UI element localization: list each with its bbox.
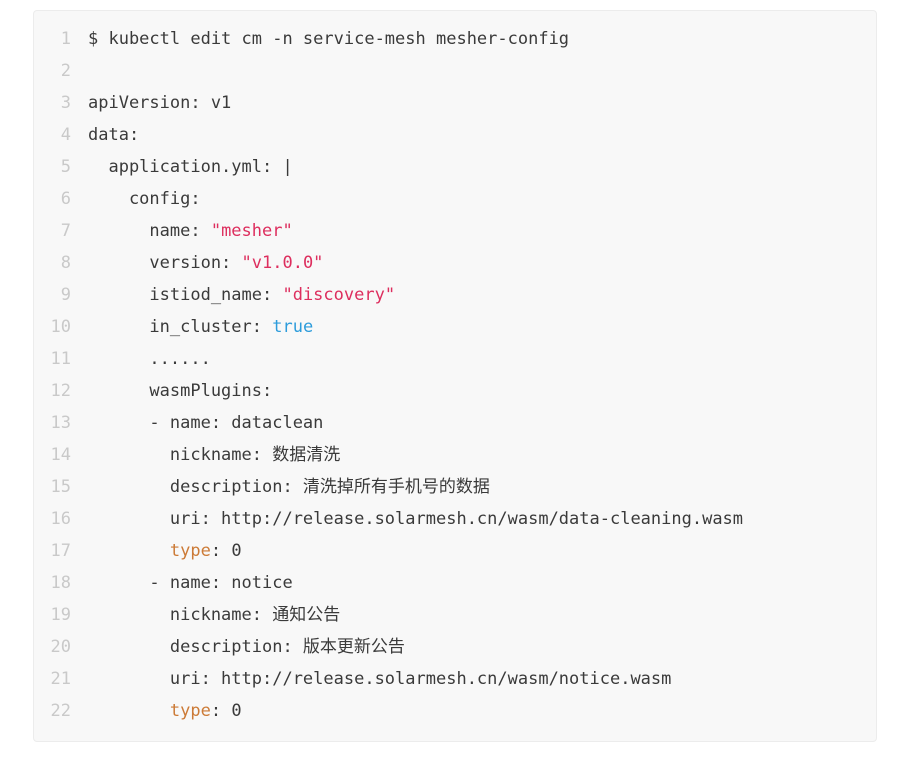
line-number: 1 (60, 29, 71, 49)
code-text: ...... (88, 343, 211, 375)
code-text: nickname: 通知公告 (88, 599, 340, 631)
code-token-plain (88, 541, 170, 561)
code-token-plain: data: (88, 125, 140, 145)
code-token-plain: - name: dataclean (88, 413, 324, 433)
code-text: description: 版本更新公告 (88, 631, 405, 663)
code-token-plain: uri: http://release.solarmesh.cn/wasm/no… (88, 669, 672, 689)
code-token-plain: config: (88, 189, 201, 209)
code-token-keyword: type (169, 701, 211, 721)
line-number: 9 (60, 285, 71, 305)
code-line: 18 - name: notice (34, 567, 866, 599)
code-line: 3 apiVersion: v1 (34, 87, 866, 119)
code-text: config: (88, 183, 201, 215)
line-number: 14 (50, 445, 71, 465)
code-line: 13 - name: dataclean (34, 407, 866, 439)
code-line: 6 config: (34, 183, 866, 215)
code-token-plain: version: (88, 253, 242, 273)
code-text: description: 清洗掉所有手机号的数据 (88, 471, 490, 503)
line-number: 13 (50, 413, 71, 433)
code-token-plain: description: 版本更新公告 (88, 637, 405, 657)
code-line: 14 nickname: 数据清洗 (34, 439, 866, 471)
line-number: 16 (50, 509, 71, 529)
code-token-string: "v1.0.0" (241, 253, 324, 273)
code-text: - name: dataclean (88, 407, 323, 439)
line-number: 6 (60, 189, 71, 209)
line-number: 7 (60, 221, 71, 241)
code-line: 7 name: "mesher" (34, 215, 866, 247)
code-token-plain: wasmPlugins: (88, 381, 273, 401)
line-number: 3 (60, 93, 71, 113)
code-token-plain: application.yml: | (88, 157, 293, 177)
code-line: 11 ...... (34, 343, 866, 375)
code-token-plain: uri: http://release.solarmesh.cn/wasm/da… (88, 509, 744, 529)
code-line: 22 type: 0 (34, 695, 866, 727)
code-text: in_cluster: true (88, 311, 313, 343)
code-token-plain: nickname: 数据清洗 (88, 445, 341, 465)
line-number: 19 (50, 605, 71, 625)
line-number: 2 (60, 61, 71, 81)
code-token-plain: $ kubectl edit cm -n service-mesh mesher… (88, 29, 570, 49)
code-token-plain: apiVersion: v1 (88, 93, 232, 113)
code-line: 5 application.yml: | (34, 151, 866, 183)
code-token-plain: description: 清洗掉所有手机号的数据 (88, 477, 490, 497)
code-token-plain: - name: notice (88, 573, 293, 593)
line-number: 4 (60, 125, 71, 145)
line-number: 5 (60, 157, 71, 177)
code-text: data: (88, 119, 139, 151)
code-line: 16 uri: http://release.solarmesh.cn/wasm… (34, 503, 866, 535)
code-token-keyword: type (169, 541, 211, 561)
code-token-plain: : 0 (210, 701, 242, 721)
line-number: 8 (60, 253, 71, 273)
code-line: 12 wasmPlugins: (34, 375, 866, 407)
line-number: 10 (50, 317, 71, 337)
code-token-literal: true (272, 317, 314, 337)
code-token-plain: name: (88, 221, 211, 241)
code-line: 9 istiod_name: "discovery" (34, 279, 866, 311)
line-number: 11 (50, 349, 71, 369)
line-number: 15 (50, 477, 71, 497)
line-number: 20 (50, 637, 71, 657)
code-text: apiVersion: v1 (88, 87, 231, 119)
code-text: wasmPlugins: (88, 375, 272, 407)
line-number: 17 (50, 541, 71, 561)
code-line: 8 version: "v1.0.0" (34, 247, 866, 279)
code-text: version: "v1.0.0" (88, 247, 323, 279)
code-token-plain (88, 701, 170, 721)
code-token-string: "mesher" (210, 221, 293, 241)
code-text: nickname: 数据清洗 (88, 439, 340, 471)
code-token-plain: ...... (88, 349, 211, 369)
code-token-plain: : 0 (210, 541, 242, 561)
code-token-plain: istiod_name: (88, 285, 283, 305)
code-text: name: "mesher" (88, 215, 293, 247)
code-token-plain: in_cluster: (88, 317, 273, 337)
code-line: 19 nickname: 通知公告 (34, 599, 866, 631)
code-text: type: 0 (88, 695, 242, 727)
code-text: - name: notice (88, 567, 293, 599)
code-line: 20 description: 版本更新公告 (34, 631, 866, 663)
code-block: 1 $ kubectl edit cm -n service-mesh meshe… (33, 10, 877, 742)
code-line: 15 description: 清洗掉所有手机号的数据 (34, 471, 866, 503)
code-text: $ kubectl edit cm -n service-mesh mesher… (88, 23, 569, 55)
code-line: 2 (34, 55, 866, 87)
code-line: 21 uri: http://release.solarmesh.cn/wasm… (34, 663, 866, 695)
code-text: istiod_name: "discovery" (88, 279, 395, 311)
line-number: 12 (50, 381, 71, 401)
line-number: 18 (50, 573, 71, 593)
code-line: 10 in_cluster: true (34, 311, 866, 343)
code-text: uri: http://release.solarmesh.cn/wasm/da… (88, 503, 743, 535)
code-text: uri: http://release.solarmesh.cn/wasm/no… (88, 663, 672, 695)
code-token-plain: nickname: 通知公告 (88, 605, 341, 625)
code-text: type: 0 (88, 535, 242, 567)
code-line: 1 $ kubectl edit cm -n service-mesh meshe… (34, 23, 866, 55)
code-token-string: "discovery" (282, 285, 396, 305)
line-number: 21 (50, 669, 71, 689)
line-number: 22 (50, 701, 71, 721)
code-line: 17 type: 0 (34, 535, 866, 567)
code-line: 4 data: (34, 119, 866, 151)
code-text: application.yml: | (88, 151, 293, 183)
